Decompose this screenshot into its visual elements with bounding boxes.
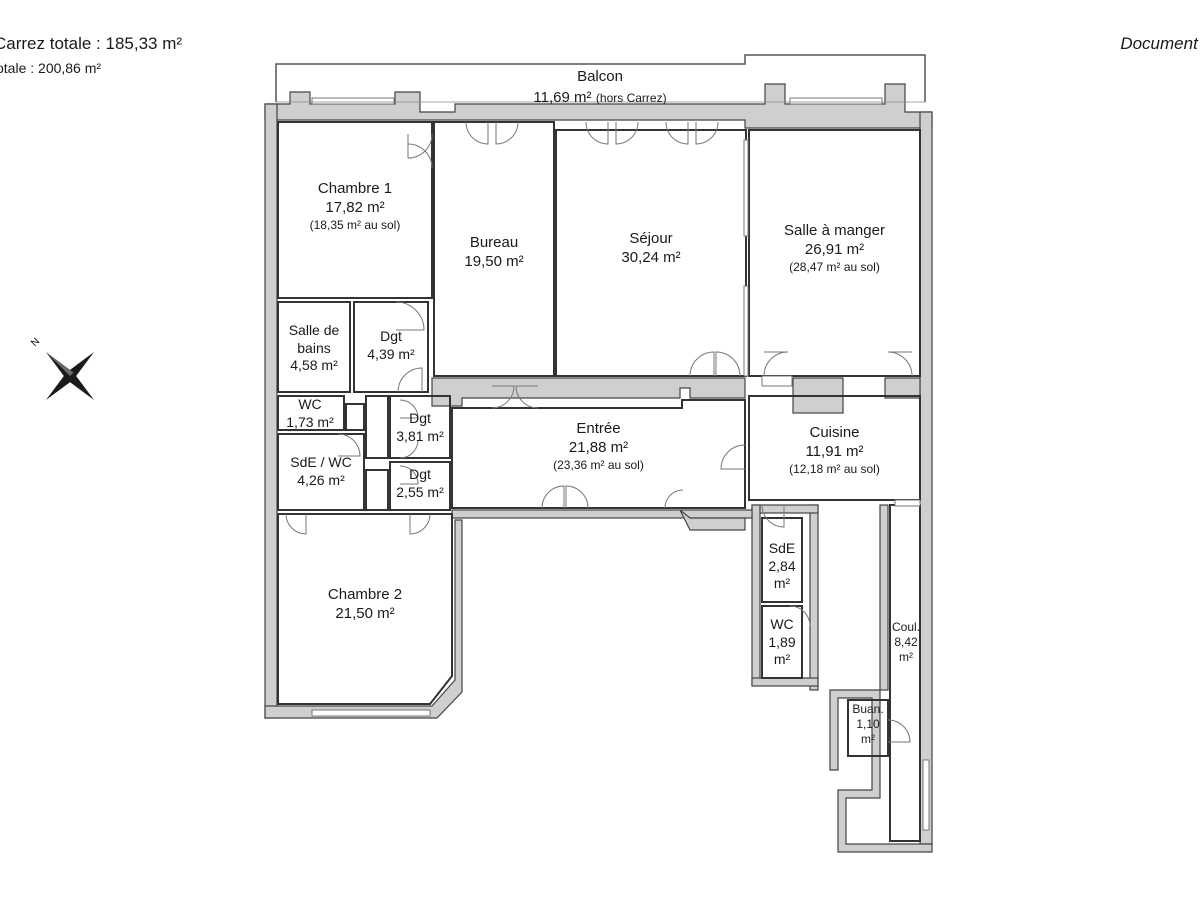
room-dgt-1: Dgt 4,39 m²: [354, 328, 428, 363]
room-sub-area: (12,18 m² au sol): [789, 461, 880, 476]
compass-north-label: N: [29, 336, 42, 349]
room-name: WC: [298, 396, 322, 412]
room-name: Dgt: [409, 410, 431, 426]
room-name: SdE: [768, 540, 796, 556]
room-name-line-1: Salle de: [288, 322, 340, 338]
room-area: 4,58 m²: [290, 357, 338, 373]
room-area: 1,10: [856, 717, 880, 731]
room-area: 21,50 m²: [335, 604, 395, 622]
room-dgt-3: Dgt 2,55 m²: [390, 466, 450, 501]
document-label: Document n: [1120, 34, 1200, 53]
room-bureau: Bureau 19,50 m²: [434, 234, 554, 272]
room-name: Chambre 2: [327, 586, 403, 603]
room-area: 1,89: [768, 633, 796, 650]
room-area: 26,91 m²: [804, 240, 865, 258]
room-area-unit: m²: [861, 732, 875, 746]
room-sub-area: (18,35 m² au sol): [309, 217, 401, 232]
room-entree: Entrée 21,88 m² (23,36 m² au sol): [452, 420, 745, 473]
room-name: SdE / WC: [290, 454, 352, 470]
room-area: 2,84: [768, 557, 796, 574]
door-swings: [285, 121, 913, 743]
room-name: Buan.: [852, 702, 884, 716]
room-name: Cuisine: [809, 424, 860, 441]
room-sejour: Séjour 30,24 m²: [556, 230, 746, 268]
windows: [311, 97, 930, 831]
partitions: [277, 121, 921, 842]
room-area: 8,42: [894, 635, 918, 649]
room-area: 2,55 m²: [396, 483, 444, 500]
room-name: Entrée: [576, 420, 621, 437]
room-name: Dgt: [409, 466, 431, 482]
room-salle-a-manger: Salle à manger 26,91 m² (28,47 m² au sol…: [749, 222, 920, 275]
room-area: 21,88 m²: [568, 438, 629, 456]
room-area: 11,91 m²: [805, 442, 864, 460]
room-buanderie: Buan. 1,10 m²: [846, 702, 890, 747]
room-area: 30,24 m²: [621, 248, 681, 266]
room-chambre-2: Chambre 2 21,50 m²: [278, 586, 452, 624]
room-sub-area: (28,47 m² au sol): [789, 259, 880, 274]
room-couloir: Coul. 8,42 m²: [886, 620, 926, 665]
room-area-unit: m²: [773, 575, 791, 591]
room-area: 1,73 m²: [286, 413, 334, 430]
room-area: 11,69 m²: [533, 89, 592, 106]
room-sde-wc: SdE / WC 4,26 m²: [278, 454, 364, 489]
room-name: Bureau: [469, 234, 519, 251]
room-wc-2: WC 1,89 m²: [762, 616, 802, 669]
room-balcon-area: 11,69 m² (hors Carrez): [500, 88, 700, 108]
room-name: Chambre 1: [317, 180, 393, 197]
room-name-line-2: bains: [297, 339, 331, 356]
room-salle-de-bains: Salle de bains 4,58 m²: [278, 322, 350, 375]
room-name: Salle à manger: [784, 222, 885, 239]
room-area: 4,26 m²: [297, 471, 345, 488]
surface-totale: otale : 200,86 m²: [0, 60, 102, 76]
room-area-unit: m²: [899, 650, 913, 664]
room-area: 17,82 m²: [325, 198, 385, 216]
room-area: 3,81 m²: [396, 427, 444, 444]
room-area-unit: m²: [773, 651, 791, 667]
room-wc-1: WC 1,73 m²: [274, 396, 346, 431]
room-dgt-2: Dgt 3,81 m²: [390, 410, 450, 445]
room-name: WC: [770, 616, 794, 632]
room-area: 4,39 m²: [367, 345, 415, 362]
room-balcon: Balcon: [560, 68, 640, 87]
sliding-doors: [743, 139, 793, 387]
carrez-total: Carrez totale : 185,33 m²: [0, 34, 183, 53]
room-note: (hors Carrez): [595, 91, 667, 105]
walls: [264, 83, 933, 853]
compass-rose-icon: N: [29, 336, 95, 401]
room-name: Balcon: [577, 68, 623, 85]
room-name: Séjour: [629, 230, 673, 247]
room-sde: SdE 2,84 m²: [762, 540, 802, 593]
room-area: 19,50 m²: [464, 252, 524, 270]
room-cuisine: Cuisine 11,91 m² (12,18 m² au sol): [749, 424, 920, 477]
compass: N: [24, 330, 104, 415]
balcony-outline: [275, 54, 926, 102]
room-sub-area: (23,36 m² au sol): [553, 457, 644, 472]
room-chambre-1: Chambre 1 17,82 m² (18,35 m² au sol): [278, 180, 432, 233]
room-name: Dgt: [380, 328, 402, 344]
room-name: Coul.: [891, 620, 920, 634]
